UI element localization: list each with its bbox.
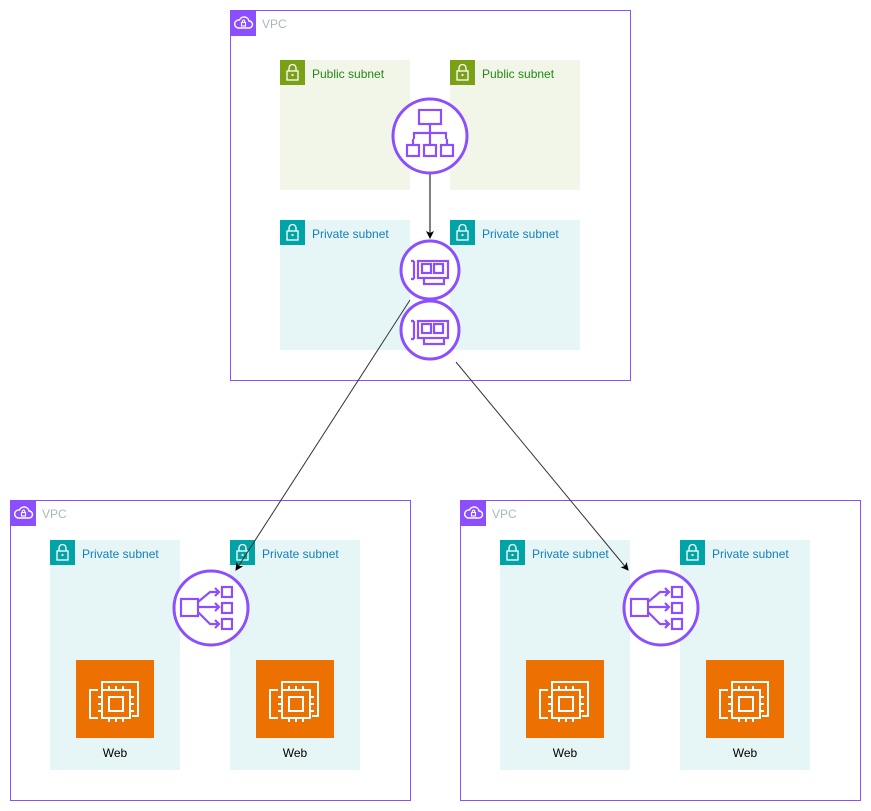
instance-label: Web (732, 746, 758, 760)
vpc-label: VPC (492, 507, 517, 521)
connector-eni-to-left-nlb (235, 299, 411, 571)
vpc-cloud-icon (231, 11, 256, 36)
private-subnet-top-left: Private subnet (280, 220, 410, 350)
padlock-icon (450, 220, 475, 245)
vpc-top: VPC (230, 10, 631, 381)
private-subnet-top-right: Private subnet (450, 220, 580, 350)
vpc-bottom-left: VPC (10, 500, 411, 801)
ec2-instance-icon (256, 660, 334, 738)
elastic-network-interface-icon (399, 239, 461, 301)
public-subnet-left: Public subnet (280, 60, 410, 190)
application-load-balancer-icon (391, 97, 469, 175)
padlock-icon (280, 220, 305, 245)
ec2-instance-icon (76, 660, 154, 738)
network-load-balancer-icon (622, 569, 700, 647)
subnet-label: Private subnet (532, 547, 609, 561)
connector-eni-to-right-nlb (455, 361, 629, 571)
padlock-icon (450, 60, 475, 85)
padlock-icon (500, 540, 525, 565)
subnet-label: Public subnet (482, 67, 555, 81)
vpc-cloud-icon (11, 501, 36, 526)
ec2-instance-icon (526, 660, 604, 738)
subnet-label: Private subnet (82, 547, 159, 561)
padlock-icon (280, 60, 305, 85)
vpc-label: VPC (42, 507, 67, 521)
instance-label: Web (552, 746, 578, 760)
subnet-label: Public subnet (312, 67, 385, 81)
instance-label: Web (102, 746, 128, 760)
elastic-network-interface-icon (399, 299, 461, 361)
subnet-label: Private subnet (262, 547, 339, 561)
padlock-icon (680, 540, 705, 565)
subnet-label: Private subnet (482, 227, 559, 241)
private-subnet-right-a: Private subnet (500, 540, 630, 770)
padlock-icon (50, 540, 75, 565)
vpc-label: VPC (262, 17, 287, 31)
ec2-instance-icon (706, 660, 784, 738)
subnet-label: Private subnet (712, 547, 789, 561)
subnet-label: Private subnet (312, 227, 389, 241)
instance-label: Web (282, 746, 308, 760)
vpc-cloud-icon (461, 501, 486, 526)
network-load-balancer-icon (172, 569, 250, 647)
vpc-bottom-right: VPC (460, 500, 861, 801)
public-subnet-right: Public subnet (450, 60, 580, 190)
